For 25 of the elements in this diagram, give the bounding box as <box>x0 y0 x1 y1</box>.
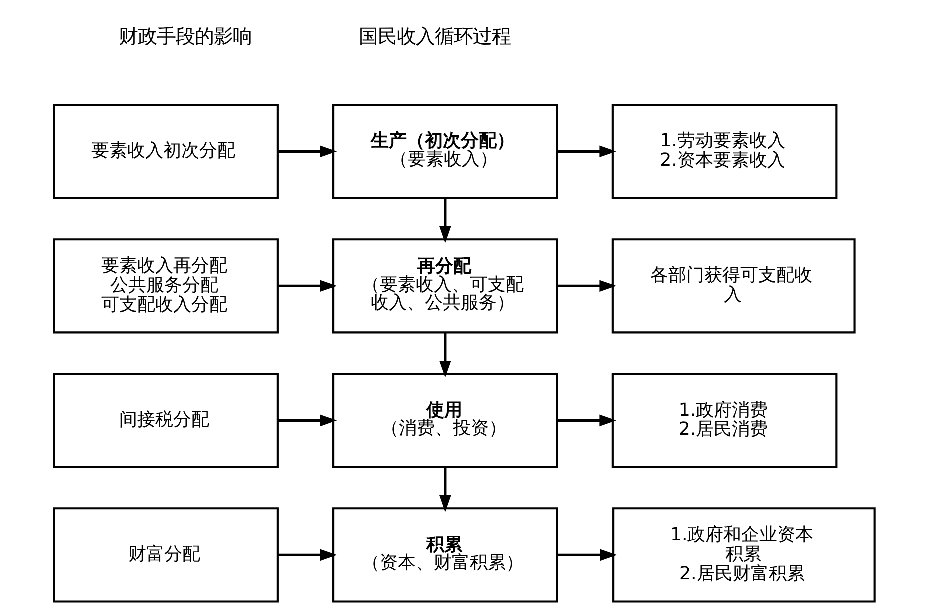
arrow <box>278 280 337 292</box>
node-box: 再分配 （要素收入、可支配收入、公共服务） <box>332 238 558 334</box>
node-box: 1.政府和企业资本积累 2.居民财富积累 <box>612 508 876 603</box>
node-box: 生产（初次分配） （要素收入） <box>332 104 558 200</box>
arrow <box>278 549 337 562</box>
arrow <box>557 414 616 427</box>
arrow <box>439 467 451 512</box>
arrow <box>557 146 616 158</box>
arrow <box>439 198 451 244</box>
arrow <box>278 414 337 427</box>
arrow <box>557 280 616 292</box>
node-box: 1.政府消费 2.居民消费 <box>611 373 838 468</box>
arrow <box>556 549 617 562</box>
label: 国民收入循环过程 <box>358 25 511 48</box>
label: 财政手段的影响 <box>118 25 252 48</box>
node-box: 要素收入初次分配 <box>52 104 278 200</box>
node-box: 使用 （消费、投资） <box>332 373 558 468</box>
node-box: 积累 （资本、财富积累） <box>332 508 558 603</box>
arrow <box>439 332 451 378</box>
node-box: 间接税分配 <box>52 373 278 468</box>
node-box: 要素收入再分配 公共服务分配 可支配收入分配 <box>52 238 278 334</box>
node-box: 各部门获得可支配收入 <box>611 238 856 334</box>
node-box: 财富分配 <box>52 508 278 603</box>
node-box: 1.劳动要素收入 2.资本要素收入 <box>611 104 838 200</box>
arrow <box>278 146 337 158</box>
